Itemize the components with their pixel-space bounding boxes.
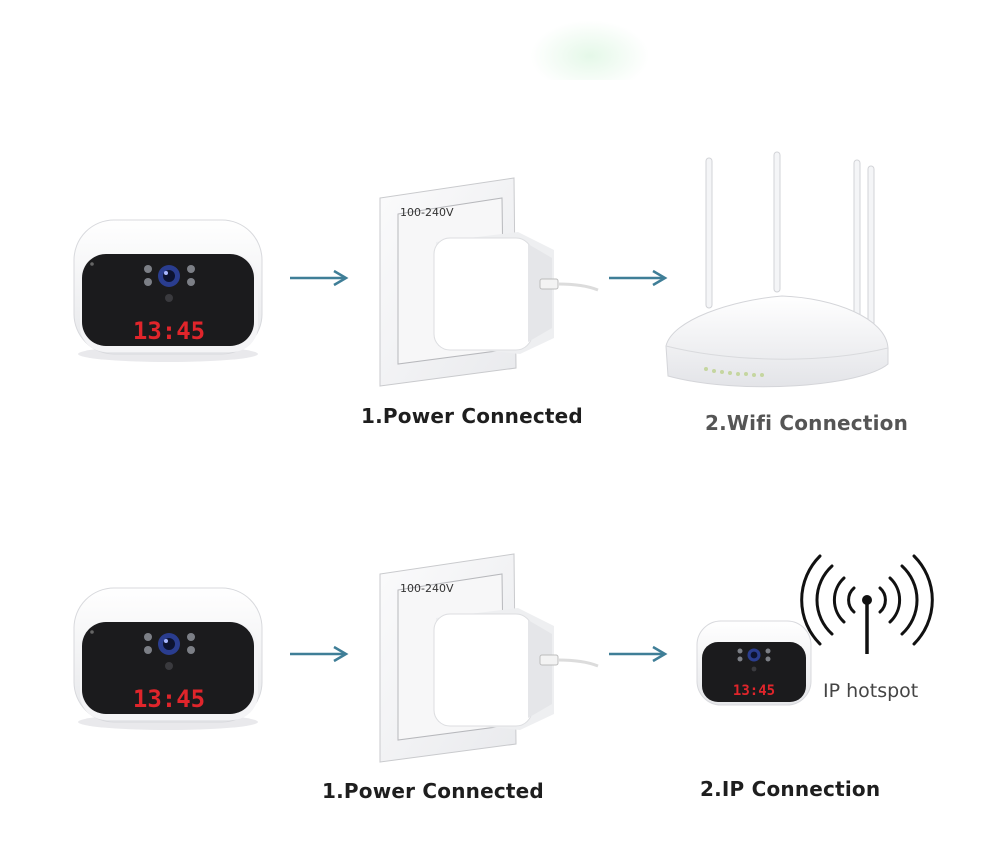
step2-label: 2.Wifi Connection xyxy=(705,411,909,435)
background-glow xyxy=(530,20,650,80)
clock-display: 13:45 xyxy=(133,685,205,713)
wall-outlet-2: 100-240V xyxy=(379,553,599,763)
ip-hotspot-label: IP hotspot xyxy=(823,680,919,702)
arrow-right-icon xyxy=(290,645,349,663)
wall-outlet-1: 100-240V xyxy=(379,177,599,387)
small-clock-camera: 13:45 xyxy=(696,620,812,706)
step2-label: 2.IP Connection xyxy=(700,777,881,801)
arrow-right-icon xyxy=(609,645,668,663)
arrow-right-icon xyxy=(290,269,349,287)
clock-display: 13:45 xyxy=(133,317,205,345)
step1-label: 1.Power Connected xyxy=(322,779,544,803)
small-clock-display: 13:45 xyxy=(733,683,775,699)
clock-camera-1: 13:45 xyxy=(73,219,263,362)
clock-camera-2: 13:45 xyxy=(73,587,263,730)
signal-tower-icon xyxy=(800,554,934,654)
outlet-voltage: 100-240V xyxy=(400,206,454,219)
step1-label: 1.Power Connected xyxy=(361,404,583,428)
arrow-right-icon xyxy=(609,269,668,287)
outlet-voltage: 100-240V xyxy=(400,582,454,595)
wifi-router-icon xyxy=(665,151,889,388)
